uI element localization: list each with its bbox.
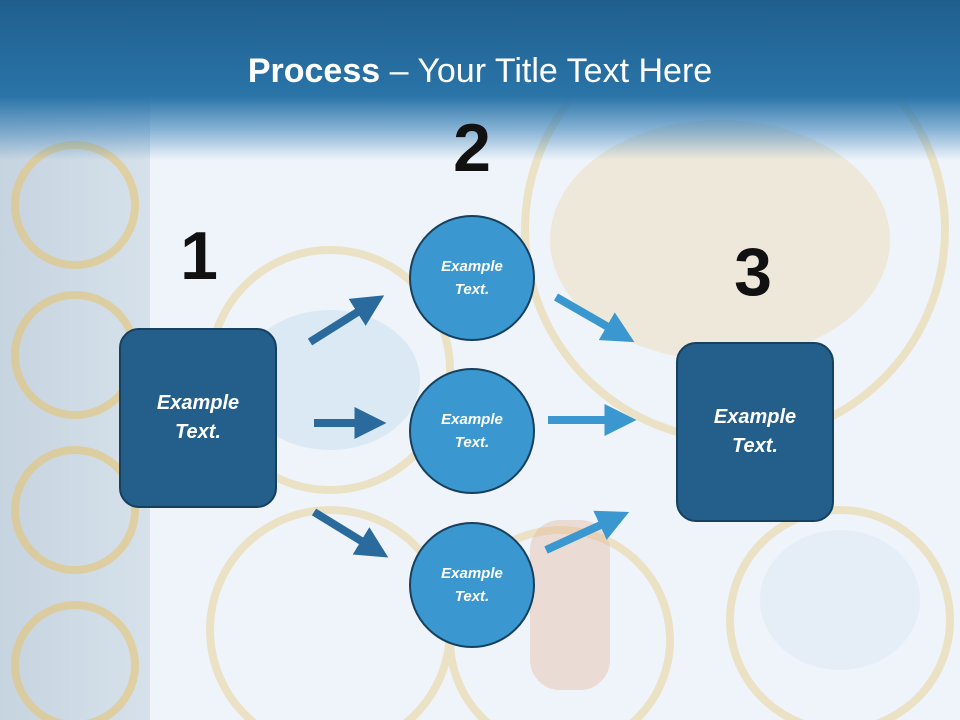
step-1-label: Example Text. — [156, 392, 240, 443]
step-number-1: 1 — [180, 218, 218, 294]
step-3-box: Example Text. — [676, 342, 834, 522]
step-2-circle-middle: Example Text. — [409, 368, 535, 494]
slide-title: Process – Your Title Text Here — [0, 52, 960, 91]
title-bold-part: Process — [247, 52, 381, 90]
step-1-box: Example Text. — [119, 328, 277, 508]
step-number-3: 3 — [734, 234, 772, 310]
step-2-circle-bottom: Example Text. — [409, 522, 535, 648]
title-bar — [0, 0, 960, 160]
title-rest-part: – Your Title Text Here — [380, 52, 713, 90]
step-number-2: 2 — [453, 110, 491, 186]
step-2-circle-bottom-label: Example Text. — [441, 565, 503, 605]
step-2-circle-top-label: Example Text. — [441, 258, 503, 298]
step-2-circle-top: Example Text. — [409, 215, 535, 341]
step-3-label: Example Text. — [713, 406, 797, 457]
step-2-circle-middle-label: Example Text. — [441, 411, 503, 451]
